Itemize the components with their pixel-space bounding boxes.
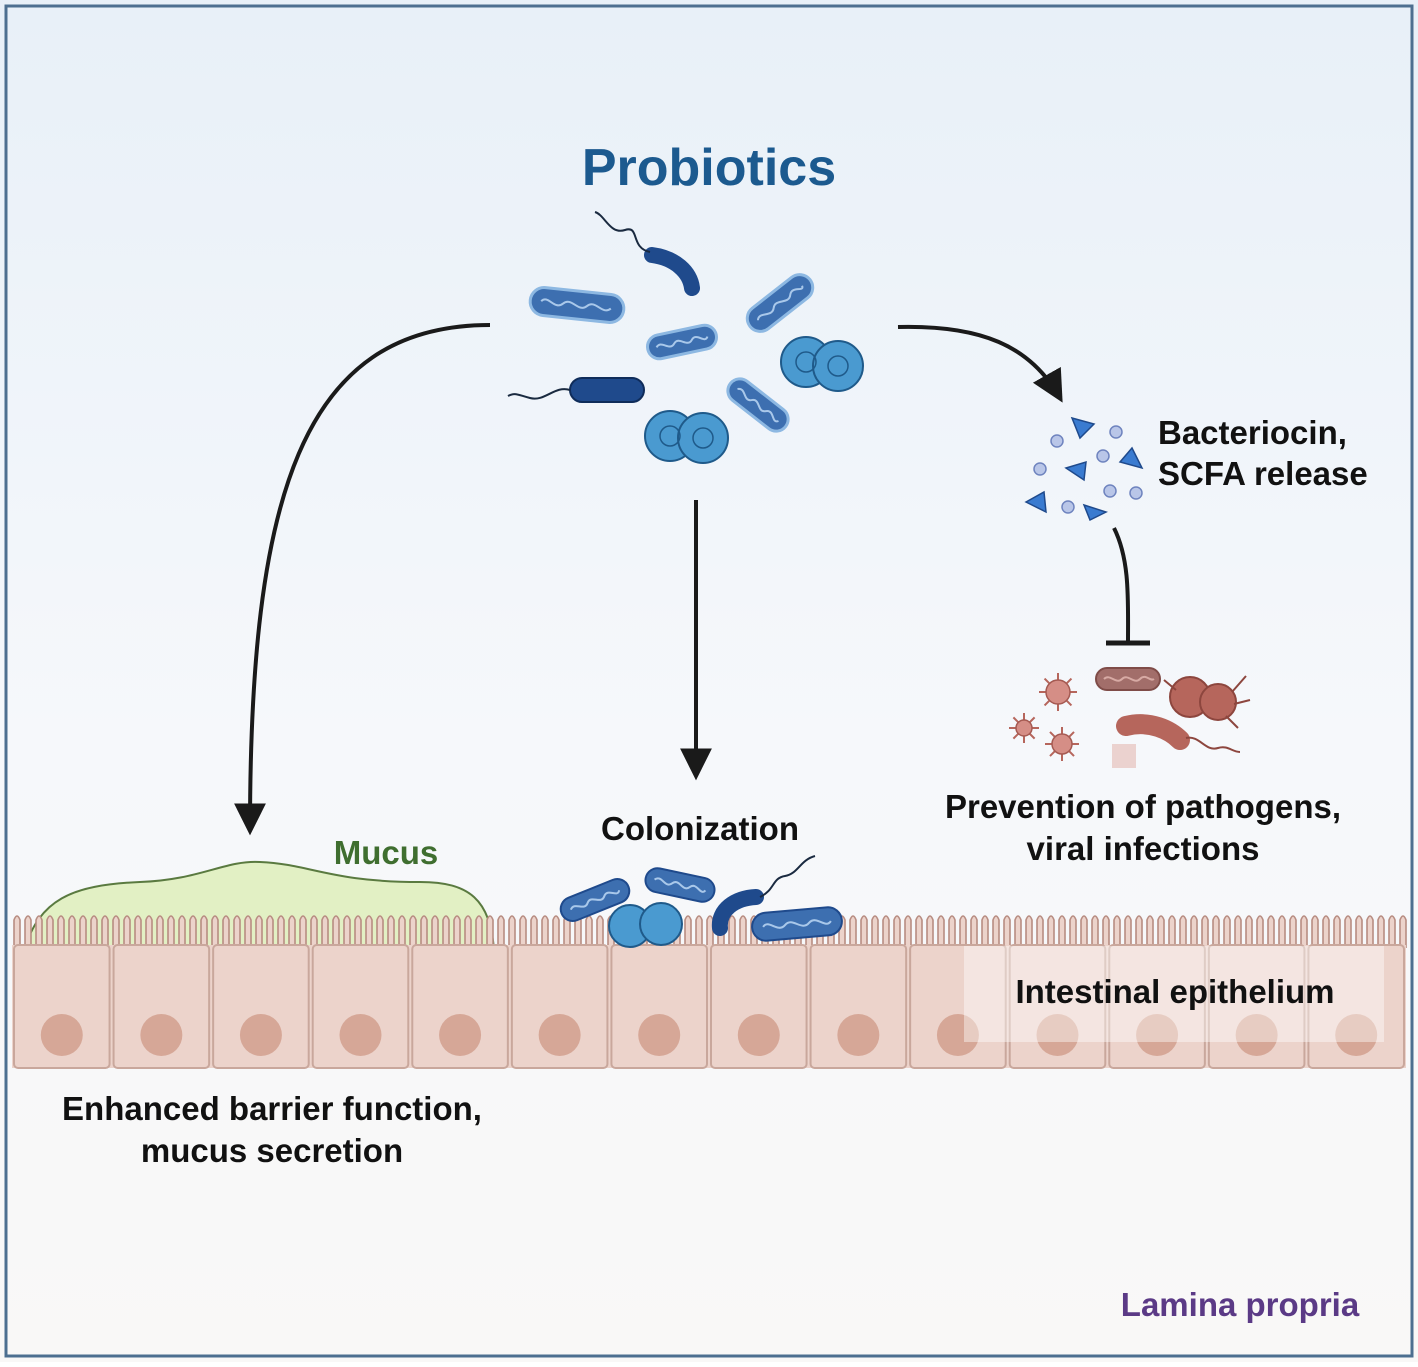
- pathogen-rod-curved: [1116, 714, 1190, 750]
- epithelial-cell: [909, 944, 1007, 1069]
- lamina-propria-label: Lamina propria: [1121, 1286, 1360, 1323]
- bacteriocin-label-line1: Bacteriocin,: [1158, 414, 1347, 451]
- prevention-label-line1: Prevention of pathogens,: [945, 788, 1341, 825]
- pathogen-rod: [1095, 667, 1161, 691]
- rod-bacterium: [644, 867, 716, 903]
- bacteriocin-label-line2: SCFA release: [1158, 455, 1368, 492]
- epithelial-cell: [411, 944, 509, 1069]
- virus-particle: [1045, 727, 1079, 761]
- rod-bacterium: [745, 273, 815, 333]
- epithelial-cell: [710, 944, 808, 1069]
- epithelial-cell: [510, 944, 609, 1069]
- cell-nucleus: [439, 1014, 482, 1056]
- bacteriocin-scfa-molecules: [1024, 416, 1144, 522]
- scfa-molecule: [1129, 486, 1143, 500]
- scfa-molecule: [1103, 484, 1117, 498]
- rod-bacterium: [751, 906, 843, 942]
- rod-bacterium: [528, 286, 626, 324]
- scfa-molecule: [1109, 425, 1123, 439]
- triangle-molecule: [1064, 460, 1087, 482]
- microvilli: [13, 915, 1407, 948]
- cell-nucleus: [1335, 1014, 1378, 1056]
- dark-rod-bacterium: [569, 377, 645, 403]
- arrow-to-barrier: [234, 323, 491, 836]
- scfa-molecule: [1096, 449, 1110, 463]
- cell-nucleus: [1136, 1014, 1179, 1056]
- triangle-molecule: [1024, 490, 1047, 514]
- frame-border: [4, 4, 1414, 1358]
- epithelial-cell: [1307, 944, 1406, 1069]
- epithelial-cell: [13, 944, 111, 1069]
- mucus-label: Mucus: [334, 834, 439, 871]
- cell-nucleus: [40, 1014, 83, 1056]
- cell-nucleus: [140, 1014, 183, 1056]
- cell-nucleus: [837, 1014, 880, 1056]
- triangle-molecule: [1118, 446, 1144, 470]
- flagellum: [594, 211, 651, 253]
- epithelium-label: Intestinal epithelium: [1015, 973, 1334, 1010]
- diplococcus: [644, 410, 729, 464]
- pathogen-debris: [1112, 744, 1136, 768]
- epithelial-cell: [311, 944, 410, 1069]
- flagellum: [1185, 736, 1241, 753]
- triangle-molecule: [1082, 503, 1108, 522]
- curved-rod-bacterium: [644, 247, 700, 296]
- colonizing-bacteria: [559, 855, 843, 948]
- epithelial-cell: [112, 944, 211, 1069]
- triangle-molecule: [1070, 416, 1096, 440]
- rod-bacterium: [646, 323, 718, 361]
- scfa-molecule: [1050, 434, 1064, 448]
- scfa-molecule: [1033, 462, 1047, 476]
- epithelial-cells: [12, 944, 1406, 1069]
- cell-nucleus: [538, 1014, 581, 1056]
- epithelial-cell: [1108, 944, 1206, 1069]
- diplococcus: [608, 902, 683, 948]
- title: Probiotics: [582, 139, 836, 197]
- inhibition-line: [1112, 527, 1131, 643]
- pathogen-diplococcus: [1163, 675, 1251, 729]
- cell-nucleus: [1036, 1014, 1079, 1056]
- epithelial-cell: [809, 944, 908, 1069]
- scfa-molecule: [1061, 500, 1075, 514]
- arrow-to-bacteriocin: [897, 324, 1063, 403]
- cell-nucleus: [936, 1014, 979, 1056]
- epithelium-label-box: [964, 946, 1384, 1042]
- virus-particle: [1039, 673, 1077, 711]
- pathogens-cluster: [1009, 667, 1251, 768]
- flagellum: [759, 855, 816, 898]
- epithelial-cell: [1207, 944, 1306, 1069]
- epithelial-cell: [212, 944, 310, 1069]
- cell-nucleus: [638, 1014, 681, 1056]
- microvilli-outline: [13, 915, 1407, 948]
- cell-nucleus: [339, 1014, 382, 1056]
- probiotic-bacteria-cluster: [507, 211, 864, 464]
- epithelial-cell: [1008, 944, 1107, 1069]
- flagellum: [507, 388, 571, 400]
- barrier-label-line1: Enhanced barrier function,: [62, 1090, 482, 1127]
- virus-particle: [1009, 713, 1039, 743]
- rod-bacterium: [559, 878, 631, 922]
- diplococcus: [780, 336, 864, 392]
- curved-rod-bacterium: [711, 889, 764, 936]
- prevention-label-line2: viral infections: [1027, 830, 1260, 867]
- colonization-label: Colonization: [601, 810, 799, 847]
- barrier-label-line2: mucus secretion: [141, 1132, 403, 1169]
- cell-nucleus: [239, 1014, 282, 1056]
- cell-nucleus: [737, 1014, 780, 1056]
- cell-nucleus: [1235, 1014, 1278, 1056]
